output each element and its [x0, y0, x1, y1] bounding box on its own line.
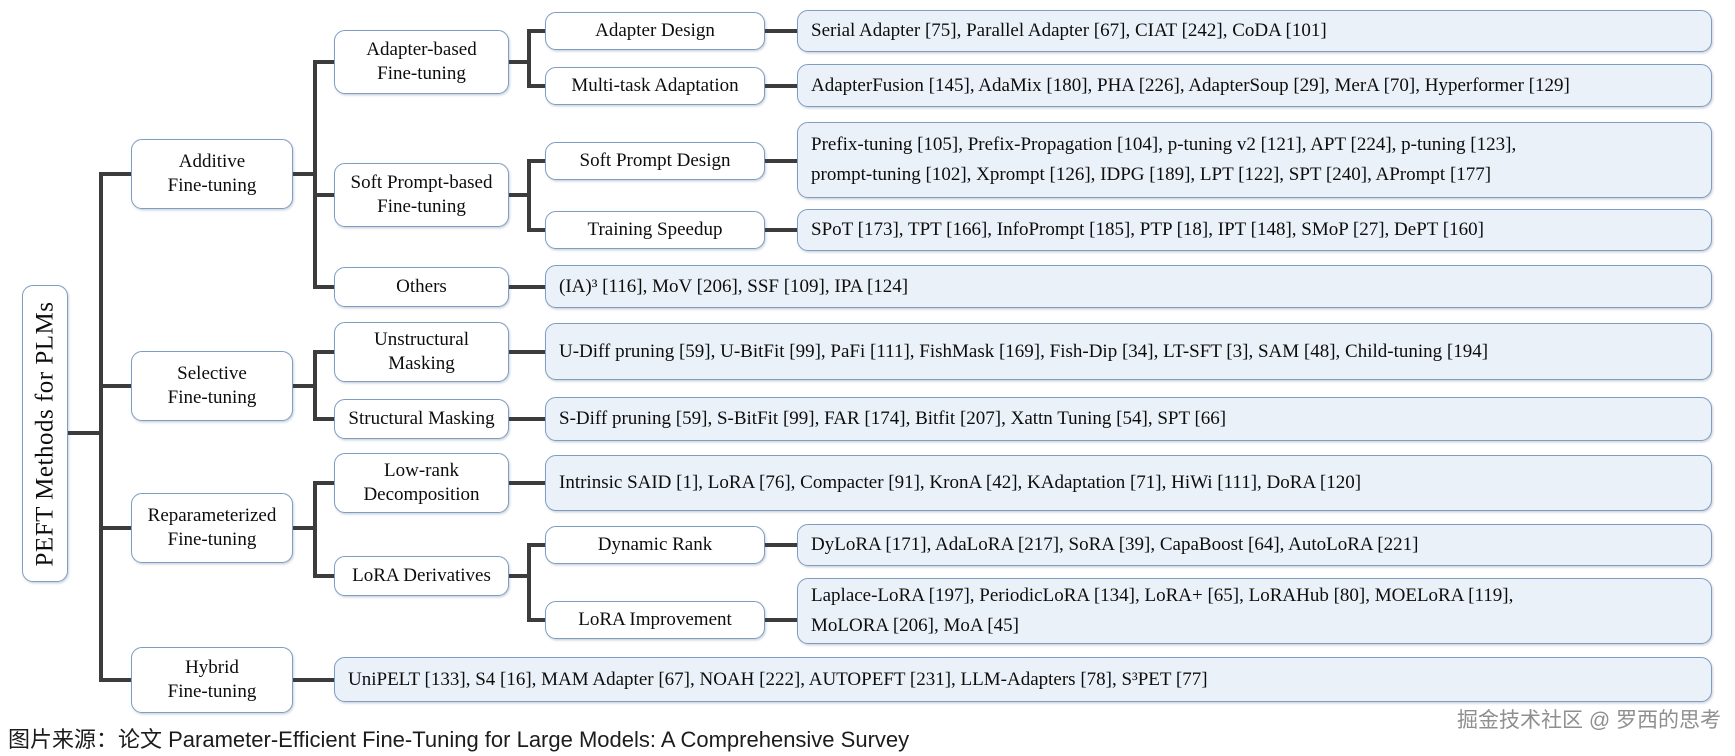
node-dynamic-rank: Dynamic Rank	[545, 526, 765, 564]
node-adapter-design: Adapter Design	[545, 12, 765, 50]
community-watermark: 掘金技术社区 @ 罗西的思考	[1457, 709, 1721, 732]
connector-line	[509, 574, 530, 578]
connector-line	[293, 678, 334, 682]
node-structural-masking: Structural Masking	[334, 399, 509, 439]
connector-line	[313, 350, 317, 421]
connector-line	[313, 60, 317, 289]
connector-line	[316, 574, 334, 578]
connector-line	[102, 678, 131, 682]
leaf-others-refs: (IA)³ [116], MoV [206], SSF [109], IPA […	[545, 265, 1712, 308]
connector-line	[316, 60, 334, 64]
leaf-multi-task-adaptation-refs: AdapterFusion [145], AdaMix [180], PHA […	[797, 64, 1712, 107]
leaf-structural-masking-refs: S-Diff pruning [59], S-BitFit [99], FAR …	[545, 397, 1712, 441]
connector-line	[527, 543, 531, 622]
connector-line	[293, 384, 316, 388]
connector-line	[530, 228, 545, 232]
node-additive-fine-tuning: Additive Fine-tuning	[131, 139, 293, 209]
connector-line	[527, 29, 531, 88]
connector-line	[316, 350, 334, 354]
leaf-unstructural-masking-refs: U-Diff pruning [59], U-BitFit [99], PaFi…	[545, 323, 1712, 380]
leaf-low-rank-decomposition-refs: Intrinsic SAID [1], LoRA [76], Compacter…	[545, 455, 1712, 511]
connector-line	[527, 159, 531, 232]
root-node-label: PEFT Methods for PLMs	[31, 301, 58, 566]
connector-line	[530, 29, 545, 33]
connector-line	[102, 526, 131, 530]
connector-line	[765, 228, 797, 232]
node-others: Others	[334, 267, 509, 307]
node-unstructural-masking: Unstructural Masking	[334, 322, 509, 382]
connector-line	[765, 543, 797, 547]
connector-line	[313, 481, 317, 578]
connector-line	[530, 543, 545, 547]
node-multi-task-adaptation: Multi-task Adaptation	[545, 67, 765, 105]
node-hybrid-fine-tuning: Hybrid Fine-tuning	[131, 647, 293, 713]
connector-line	[509, 193, 530, 197]
connector-line	[293, 526, 316, 530]
leaf-adapter-design-refs: Serial Adapter [75], Parallel Adapter [6…	[797, 10, 1712, 52]
connector-line	[509, 481, 545, 485]
node-low-rank-decomposition: Low-rank Decomposition	[334, 453, 509, 513]
connector-line	[316, 285, 334, 289]
connector-line	[765, 618, 797, 622]
root-node: PEFT Methods for PLMs	[22, 285, 68, 582]
connector-line	[509, 350, 545, 354]
node-reparameterized-fine-tuning: Reparameterized Fine-tuning	[131, 493, 293, 563]
node-selective-fine-tuning: Selective Fine-tuning	[131, 351, 293, 421]
connector-line	[530, 84, 545, 88]
connector-line	[316, 481, 334, 485]
connector-line	[293, 172, 316, 176]
node-lora-improvement: LoRA Improvement	[545, 601, 765, 639]
node-soft-prompt-design: Soft Prompt Design	[545, 142, 765, 180]
connector-line	[102, 384, 131, 388]
connector-line	[765, 159, 797, 163]
leaf-training-speedup-refs: SPoT [173], TPT [166], InfoPrompt [185],…	[797, 209, 1712, 251]
connector-line	[765, 84, 797, 88]
leaf-dynamic-rank-refs: DyLoRA [171], AdaLoRA [217], SoRA [39], …	[797, 524, 1712, 566]
leaf-hybrid-refs: UniPELT [133], S4 [16], MAM Adapter [67]…	[334, 657, 1712, 702]
connector-line	[509, 60, 530, 64]
connector-line	[765, 29, 797, 33]
node-adapter-based-fine-tuning: Adapter-based Fine-tuning	[334, 30, 509, 94]
image-source-caption: 图片来源：论文 Parameter-Efficient Fine-Tuning …	[8, 727, 910, 752]
connector-line	[102, 172, 131, 176]
connector-line	[99, 172, 103, 682]
leaf-lora-improvement-refs: Laplace-LoRA [197], PeriodicLoRA [134], …	[797, 578, 1712, 644]
connector-line	[316, 193, 334, 197]
node-training-speedup: Training Speedup	[545, 211, 765, 249]
node-lora-derivatives: LoRA Derivatives	[334, 556, 509, 596]
connector-line	[530, 618, 545, 622]
connector-line	[316, 417, 334, 421]
leaf-soft-prompt-design-refs: Prefix-tuning [105], Prefix-Propagation …	[797, 122, 1712, 198]
connector-line	[509, 417, 545, 421]
connector-line	[68, 431, 99, 435]
node-soft-prompt-based-fine-tuning: Soft Prompt-based Fine-tuning	[334, 163, 509, 227]
connector-line	[509, 285, 545, 289]
connector-line	[530, 159, 545, 163]
